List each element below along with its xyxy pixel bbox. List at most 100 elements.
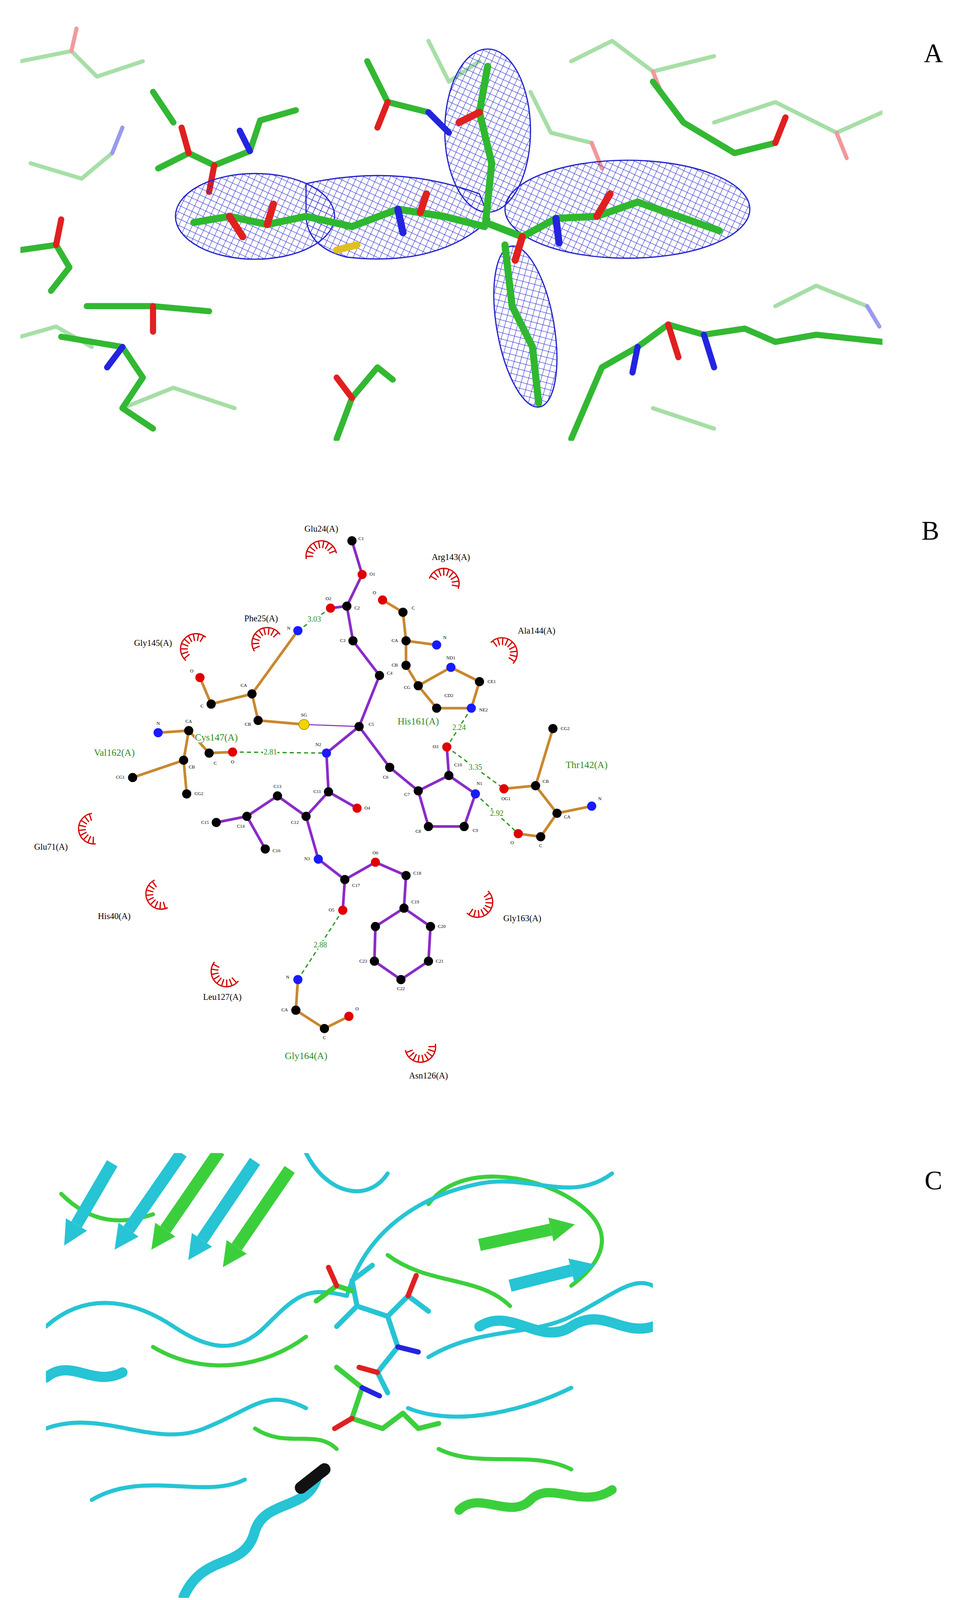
- ligand-bonds: [216, 753, 406, 911]
- atom-label: C: [200, 703, 204, 709]
- hydrophobic-arcs: [174, 627, 206, 661]
- hydrogen-bonds: [446, 746, 505, 789]
- distance-label: 2.81: [263, 748, 278, 756]
- atoms: [432, 640, 442, 650]
- atoms: [396, 974, 406, 984]
- residue-label: Phe25(A): [243, 613, 279, 623]
- atom-label: C23: [359, 958, 368, 964]
- atoms: [548, 723, 558, 734]
- hydrophobic-arcs: [303, 538, 337, 560]
- atom-label: SG: [300, 712, 308, 718]
- atoms: [444, 770, 454, 781]
- atoms: [513, 828, 524, 839]
- atoms: [399, 903, 409, 913]
- density-mesh: [175, 49, 750, 412]
- atom-label: C12: [290, 819, 300, 825]
- atoms: [385, 762, 395, 772]
- atom-label: CB: [244, 721, 252, 727]
- atom-label: C8: [415, 829, 422, 834]
- atom-label: CA: [280, 1007, 288, 1013]
- atom-label: ND1: [446, 655, 457, 661]
- ligand-bonds: [326, 540, 476, 827]
- atom-label: C1: [358, 536, 365, 541]
- atom-label: C22: [396, 986, 406, 991]
- residue-label: Asn126(A): [408, 1071, 449, 1080]
- atom-label: C3: [339, 638, 346, 644]
- atoms: [552, 808, 562, 818]
- panel-letter: C: [924, 1167, 943, 1194]
- protein-sticks: [56, 101, 786, 398]
- bonded-residue-label: His161(A): [397, 716, 440, 727]
- atom-label: C15: [200, 819, 210, 825]
- atom-label: CA: [240, 683, 248, 688]
- atom-label: C5: [368, 721, 375, 727]
- atom-label: N: [442, 635, 447, 640]
- atoms: [195, 569, 523, 1021]
- atom-label: O4: [364, 805, 371, 811]
- atoms: [344, 1011, 354, 1021]
- loops: [46, 1152, 653, 1597]
- ligand-sticks: [336, 244, 357, 250]
- atom-label: N: [597, 796, 603, 801]
- atom-label: N3: [303, 856, 311, 862]
- atoms: [211, 817, 222, 828]
- atom-label: O: [230, 759, 235, 765]
- atom-label: O2: [325, 596, 332, 602]
- atoms: [321, 748, 332, 758]
- atom-label: O: [372, 590, 377, 595]
- atoms: [459, 821, 469, 831]
- atom-label: C6: [382, 775, 389, 780]
- atoms: [182, 789, 192, 799]
- residue-label: Leu127(A): [202, 992, 242, 1002]
- atoms: [401, 870, 411, 880]
- atoms: [227, 747, 238, 757]
- atom-label: C2: [353, 605, 361, 611]
- loops: [459, 1489, 613, 1510]
- ligand-sticks: [397, 209, 560, 244]
- atom-label: O: [509, 840, 515, 845]
- atoms: [370, 921, 381, 932]
- atom-label: O: [189, 668, 195, 674]
- hydrophobic-arcs: [76, 538, 524, 1066]
- atom-label: CG: [403, 685, 411, 690]
- residue-bonds: [382, 600, 480, 709]
- residue-bonds: [296, 979, 349, 1029]
- atom-label: C14: [236, 824, 246, 829]
- hydrophobic-arcs: [246, 621, 280, 652]
- atoms: [425, 921, 436, 932]
- atoms: [128, 772, 138, 783]
- atoms: [183, 726, 194, 736]
- hydrogen-bonds: [475, 793, 518, 834]
- atom-label: CA: [185, 718, 193, 724]
- atoms: [413, 786, 423, 796]
- atom-label: C17: [351, 883, 361, 888]
- atom-label: CG1: [115, 775, 126, 780]
- atoms: [398, 607, 408, 617]
- atoms: [340, 874, 350, 885]
- background-sticks: [20, 28, 883, 429]
- bonded-residue-label: Gly164(A): [284, 1051, 328, 1061]
- atoms: [347, 536, 357, 546]
- atom-label: C13: [273, 783, 283, 789]
- atoms: [352, 803, 362, 813]
- atom-label: C: [322, 1035, 327, 1040]
- hydrogen-bonds: [297, 608, 331, 631]
- atom-label: CB: [391, 662, 399, 668]
- atom-label: CE1: [487, 679, 497, 684]
- atom-label: C: [411, 605, 415, 611]
- residue-label: Ala144(A): [517, 626, 557, 636]
- ligand-sticks: [361, 1346, 419, 1396]
- hydrophobic-arcs: [76, 813, 96, 846]
- atoms: [326, 603, 336, 613]
- interaction-plot: [76, 536, 597, 1065]
- atoms: [470, 789, 480, 799]
- distance-label: 2.92: [489, 809, 505, 817]
- atoms: [260, 844, 270, 854]
- atoms: [301, 811, 311, 821]
- hydrogen-bonds: [297, 909, 343, 980]
- atoms: [153, 625, 597, 984]
- atoms: [446, 662, 456, 672]
- atom-label: O: [354, 1006, 360, 1012]
- atoms: [357, 569, 368, 579]
- atoms: [466, 703, 477, 713]
